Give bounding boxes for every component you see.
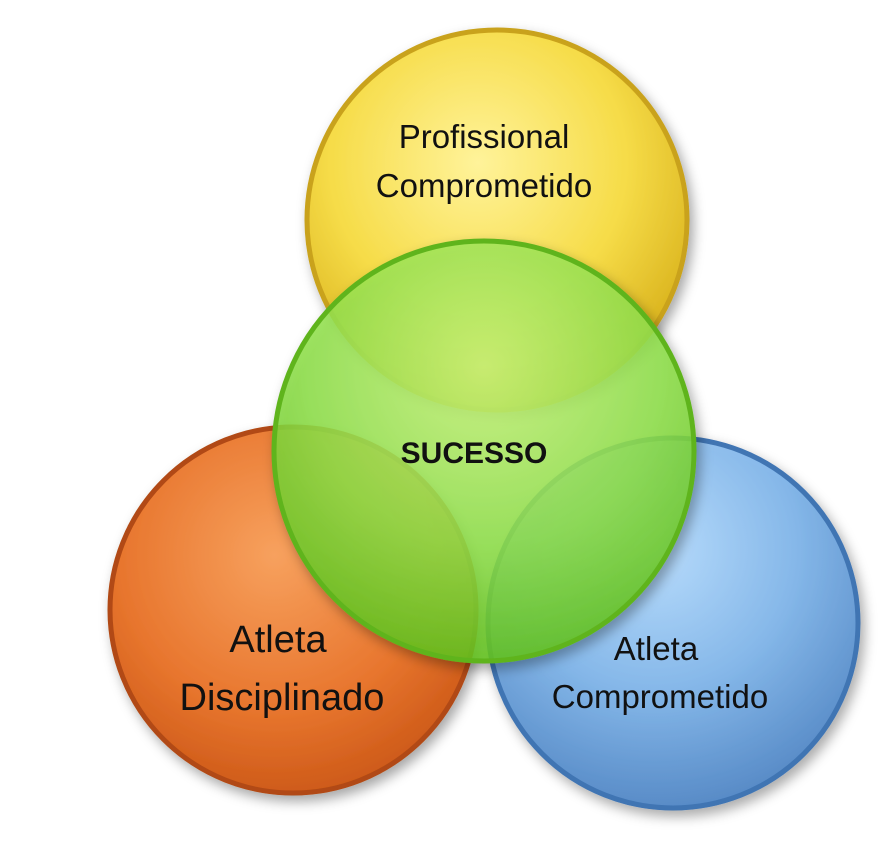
right-circle-label-line1: Atleta bbox=[614, 630, 699, 667]
center-circle-label: SUCESSO bbox=[401, 437, 548, 470]
center-circle: SUCESSO bbox=[271, 238, 697, 664]
left-circle-label-line2: Disciplinado bbox=[180, 677, 385, 719]
right-circle-label-line2: Comprometido bbox=[552, 678, 768, 715]
top-circle-label-line1: Profissional bbox=[399, 118, 570, 155]
top-circle-label-line2: Comprometido bbox=[376, 167, 592, 204]
left-circle-label-line1: Atleta bbox=[229, 619, 327, 661]
